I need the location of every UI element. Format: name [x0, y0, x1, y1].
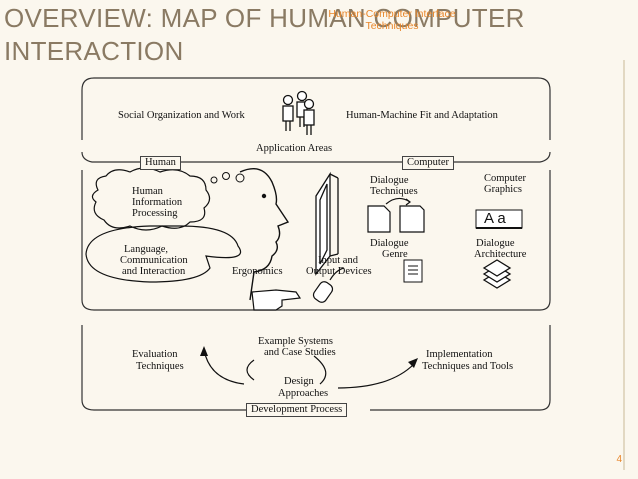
label-example-systems-2: and Case Studies: [264, 347, 336, 358]
label-design-2: Approaches: [278, 388, 329, 399]
thought-bubble-medium: [222, 172, 230, 180]
label-dialogue-architecture-2: Architecture: [474, 249, 527, 260]
arrow-design-to-evaluation: [203, 349, 245, 385]
label-development-process: Development Process: [246, 403, 348, 417]
label-evaluation-1: Evaluation: [132, 349, 178, 360]
label-social-organization: Social Organization and Work: [118, 110, 245, 121]
label-input-output-1: Input and: [318, 255, 358, 266]
label-language-1: Language,: [124, 244, 169, 255]
label-computer-graphics-2: Graphics: [484, 184, 522, 195]
thought-bubble-small: [210, 176, 218, 184]
overlay-line-1: Human-Computer Interface: [328, 8, 456, 20]
overlay-line-2: Techniques: [365, 20, 419, 32]
label-example-systems-1: Example Systems: [258, 336, 333, 347]
genre-document-icon: [403, 259, 423, 283]
thought-bubble-large: [235, 173, 245, 183]
label-dialogue-genre-1: Dialogue: [370, 238, 409, 249]
people-icon: [282, 90, 315, 135]
label-dialogue-genre-2: Genre: [382, 249, 408, 260]
label-dialogue-architecture-1: Dialogue: [476, 238, 515, 249]
label-input-output-2: Output Devices: [306, 266, 372, 277]
bottom-section-outline: [81, 325, 551, 411]
eye-icon: [261, 193, 267, 199]
overlay-caption: Human-Computer Interface Techniques: [312, 8, 472, 32]
label-evaluation-2: Techniques: [136, 361, 184, 372]
arrow-design-to-implementation: [337, 363, 415, 389]
monitor-icon: [315, 171, 339, 276]
label-implementation-1: Implementation: [426, 349, 493, 360]
label-language-3: and Interaction: [122, 266, 186, 277]
slide-title: OVERVIEW: MAP OF HUMAN COMPUTER INTERACT…: [4, 3, 525, 66]
mouse-icon: [312, 267, 345, 303]
pointing-hand-icon: [251, 289, 302, 311]
label-human-info-3: Processing: [132, 208, 178, 219]
dialogue-windows-icon: [367, 197, 425, 233]
thought-cloud-shape: [91, 167, 211, 231]
label-computer-graphics-1: Computer: [484, 173, 526, 184]
label-human-info-1: Human: [132, 186, 163, 197]
middle-top-outline: [81, 151, 551, 163]
label-implementation-2: Techniques and Tools: [422, 361, 514, 372]
label-human-info-2: Information: [132, 197, 183, 208]
human-head-icon: [239, 168, 290, 301]
page-number: 4: [616, 454, 622, 465]
label-application-areas: Application Areas: [256, 143, 333, 154]
label-language-2: Communication: [120, 255, 188, 266]
speech-bubble-shape: [85, 225, 242, 283]
label-dialogue-techniques-1: Dialogue: [370, 175, 409, 186]
arrow-examples-to-design: [313, 355, 327, 385]
label-design-1: Design: [284, 376, 314, 387]
middle-section-outline: [81, 170, 551, 311]
label-human-machine-fit: Human-Machine Fit and Adaptation: [346, 110, 498, 121]
graphics-aa-text: A a: [484, 210, 506, 227]
top-section-outline: [81, 77, 551, 140]
label-human: Human: [140, 156, 181, 170]
layers-icon: [482, 259, 512, 289]
label-ergonomics: Ergonomics: [232, 266, 283, 277]
label-dialogue-techniques-2: Techniques: [370, 186, 418, 197]
label-computer: Computer: [402, 156, 454, 170]
